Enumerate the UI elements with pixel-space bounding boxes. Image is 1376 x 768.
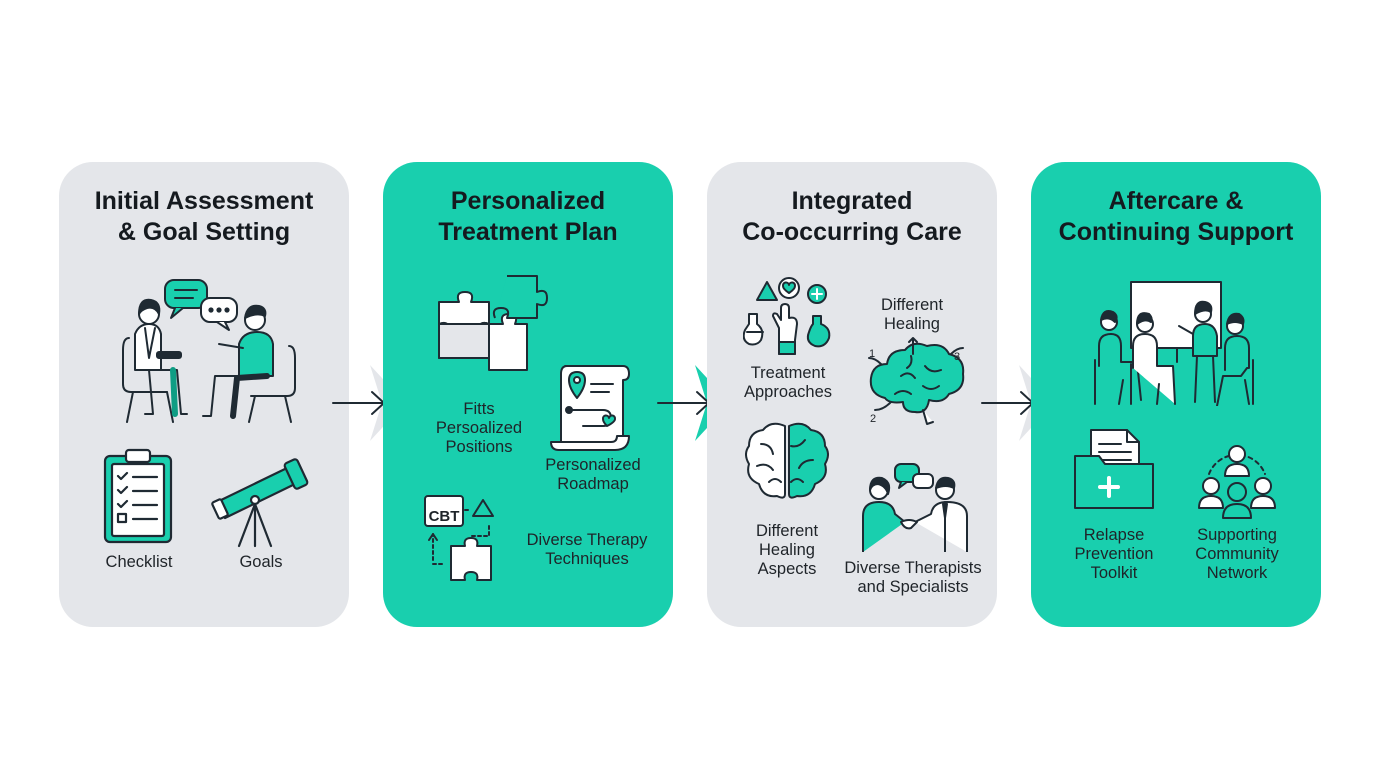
stage-panel-aftercare: Aftercare & Continuing Support (1031, 162, 1321, 627)
roadmap-icon (550, 365, 630, 451)
network-label: Supporting Community Network (1195, 526, 1279, 582)
stage-panel-integrated-care: Integrated Co-occurring Care Treatment A… (707, 162, 997, 627)
telescope-icon (211, 458, 309, 548)
stage-panel-assessment: Initial Assessment & Goal Setting (59, 162, 349, 627)
healing-label: Different Healing (880, 296, 944, 333)
panel-title: Aftercare & Continuing Support (1058, 187, 1294, 246)
marker-3: 3 (953, 351, 961, 363)
goals-label: Goals (239, 553, 283, 571)
toolkit-folder-icon (1074, 429, 1154, 509)
panel-title: Initial Assessment & Goal Setting (94, 187, 314, 246)
panel-title: Integrated Co-occurring Care (742, 187, 962, 246)
therapy-tools-icon (743, 277, 831, 355)
marker-2: 2 (869, 413, 877, 425)
handshake-icon (862, 463, 968, 552)
techniques-label: Diverse Therapy Techniques (526, 531, 648, 568)
cbt-puzzle-icon (424, 495, 494, 581)
approaches-label: Treatment Approaches (743, 364, 833, 401)
split-brain-icon (745, 422, 829, 499)
aspects-label: Different Healing Aspects (755, 522, 819, 578)
brain-icon (868, 337, 965, 425)
toolkit-label: Relapse Prevention Toolkit (1074, 526, 1154, 582)
cbt-label: CBT (428, 508, 460, 525)
puzzle-icon (438, 275, 548, 371)
group-session-icon (1094, 281, 1254, 406)
marker-1: 1 (868, 348, 876, 360)
therapists-label: Diverse Therapists and Specialists (844, 559, 982, 596)
panel-title: Personalized Treatment Plan (438, 187, 618, 246)
checklist-icon (103, 448, 173, 544)
stage-panel-treatment-plan: Personalized Treatment Plan Fitts Persoa… (383, 162, 673, 627)
puzzle-label: Fitts Persoalized Positions (435, 400, 523, 456)
conversation-icon (122, 279, 296, 423)
checklist-label: Checklist (105, 553, 173, 571)
community-network-icon (1198, 445, 1276, 519)
roadmap-label: Personalized Roadmap (545, 456, 641, 493)
